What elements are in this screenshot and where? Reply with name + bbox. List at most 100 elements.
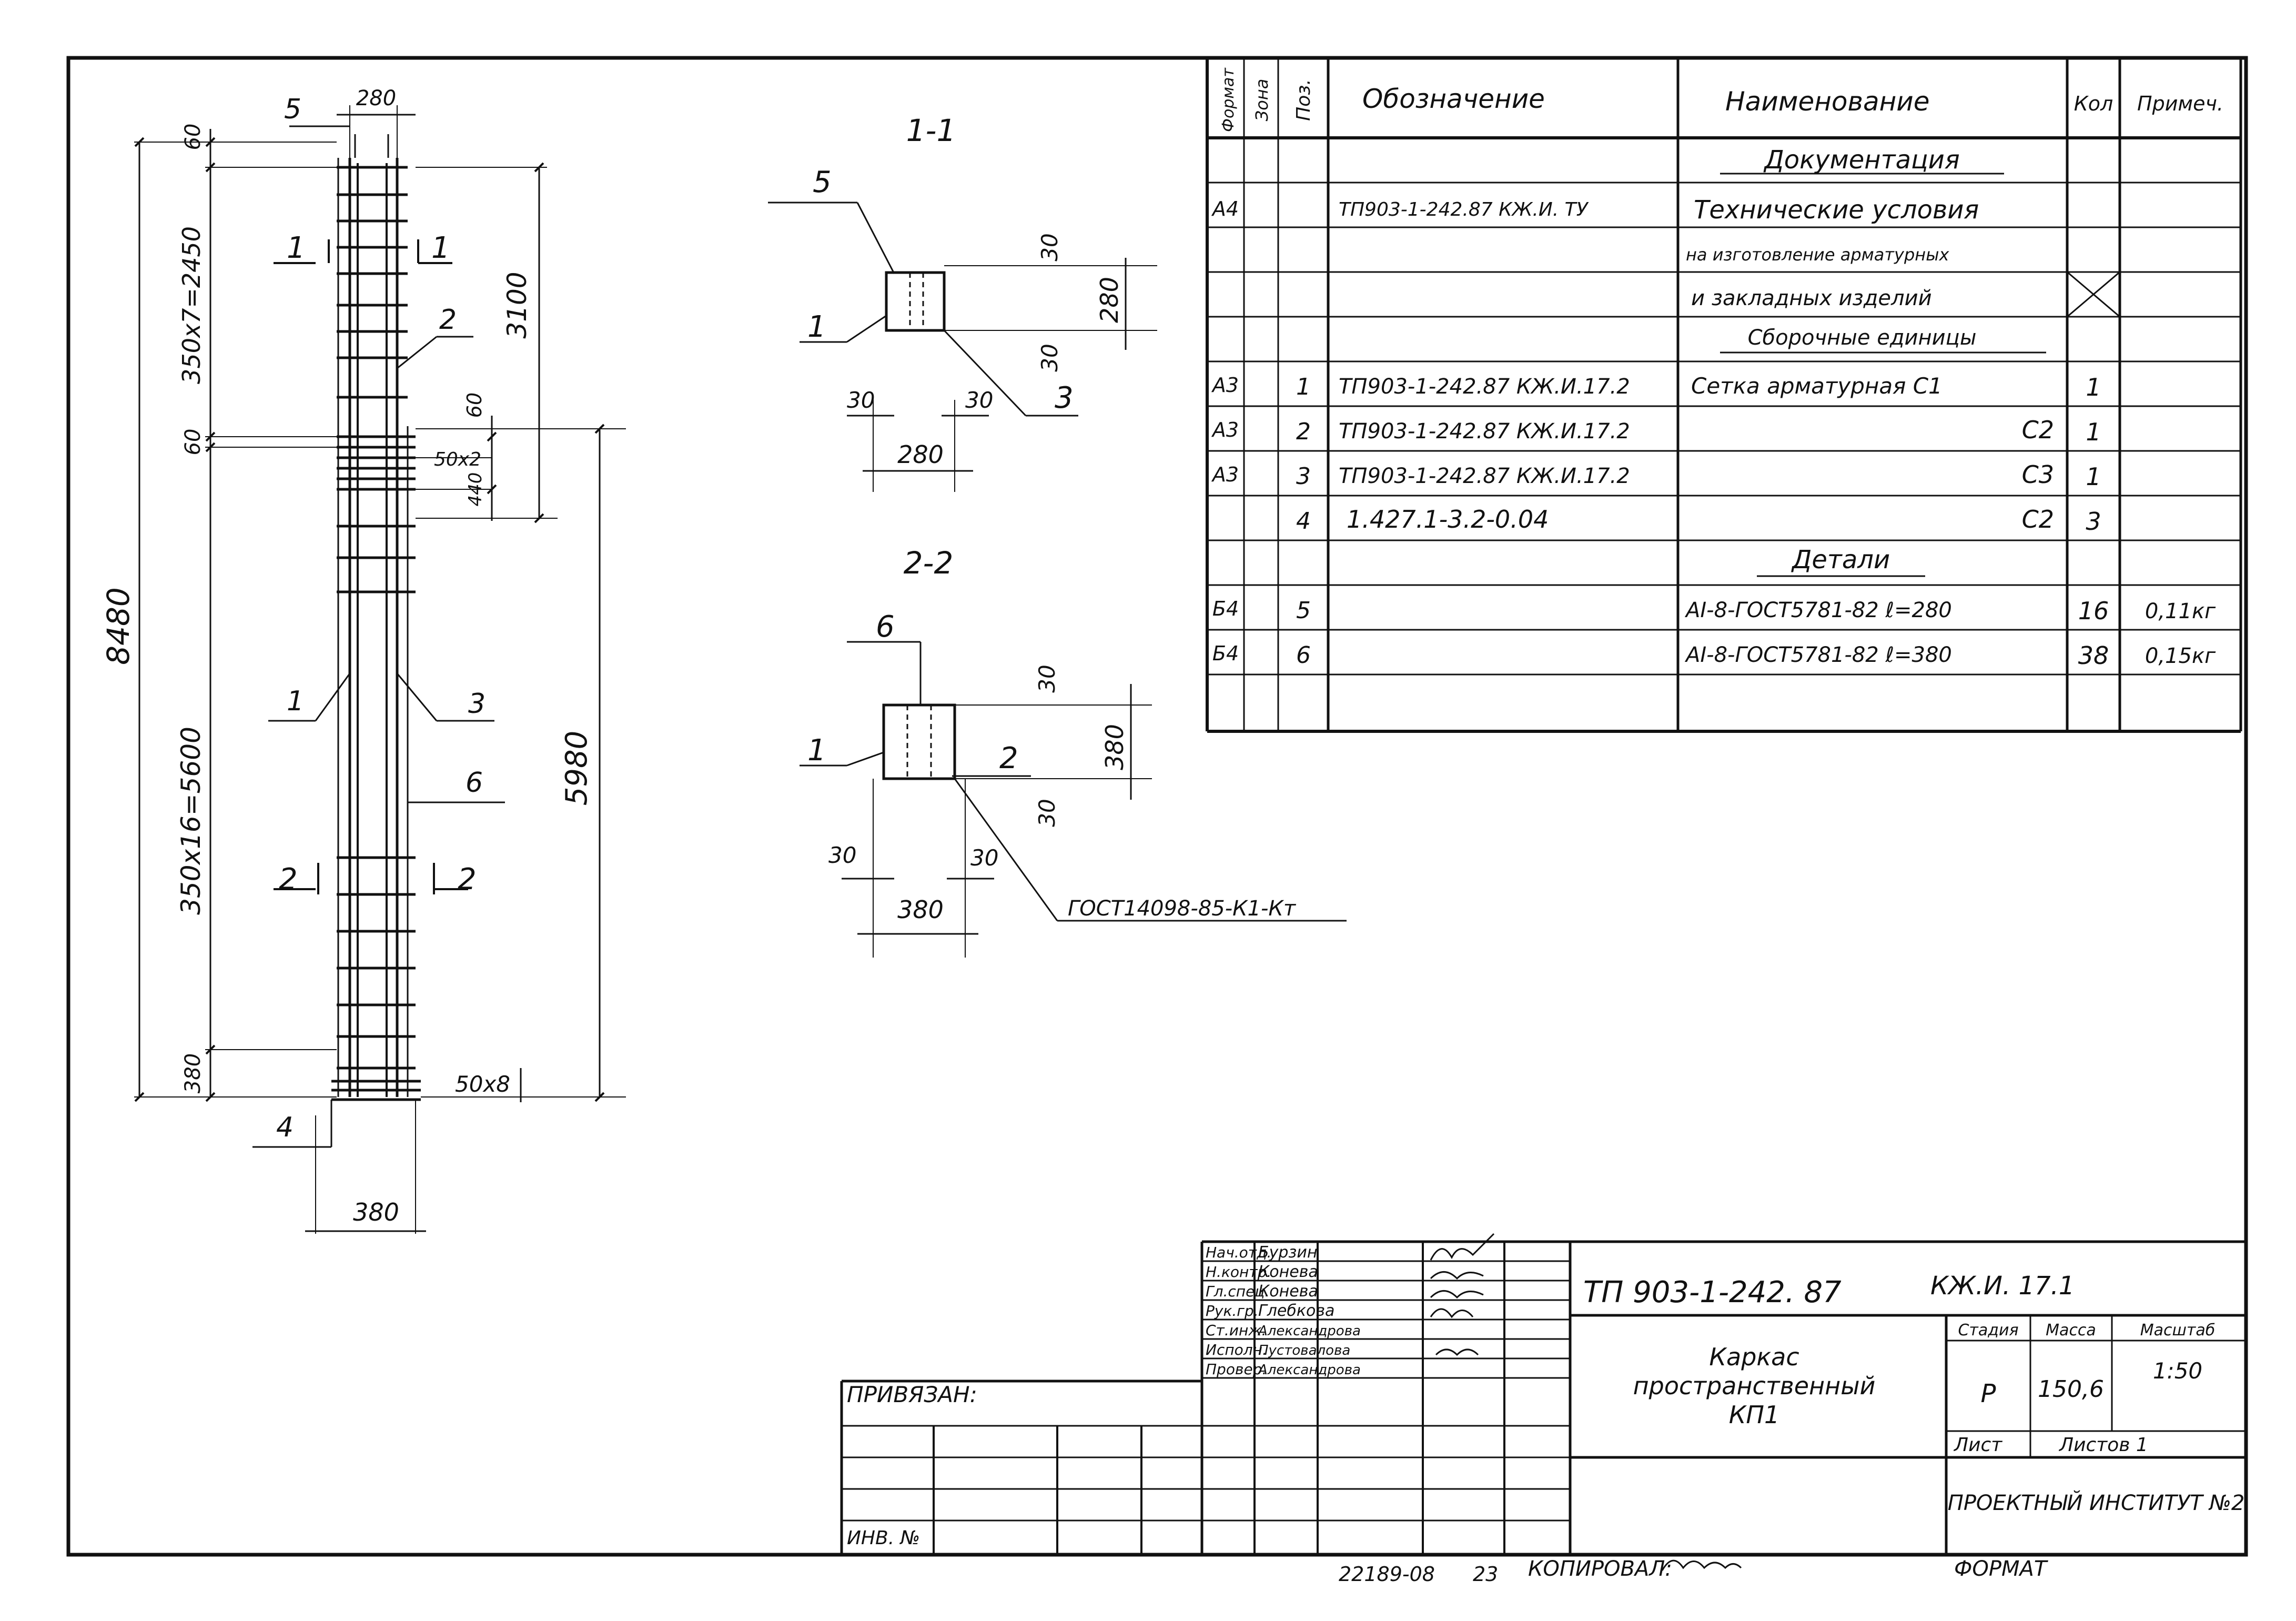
- spec-row-name: С2: [2022, 416, 2054, 444]
- dim-5980: 5980: [560, 731, 594, 806]
- spec-row-code: ТП903-1-242.87 КЖ.И. ТУ: [1339, 199, 1589, 220]
- spec-row-fmt: А3: [1211, 418, 1239, 441]
- drawing-title-line-2: пространственный: [1633, 1372, 1876, 1400]
- signature-name: Конева: [1258, 1263, 1318, 1281]
- footer-number: 22189-08: [1339, 1563, 1435, 1586]
- signature-scribble: [1430, 1233, 1495, 1261]
- s2-label-2: 2: [999, 741, 1018, 776]
- pos-label-4: 4: [276, 1112, 294, 1143]
- s1-dim-30-d: 30: [965, 387, 993, 413]
- dim-50x8: 50x8: [455, 1071, 510, 1097]
- sheet-frame: [66, 56, 2248, 1557]
- privyazan-label: ПРИВЯЗАН:: [847, 1382, 977, 1407]
- signature-role: Нач.отд.: [1206, 1244, 1271, 1261]
- signature-name: Пустовалова: [1258, 1343, 1350, 1358]
- scale-label: Масштаб: [2140, 1321, 2216, 1340]
- dim-440: 440: [465, 472, 486, 507]
- spec-row-name: С3: [2022, 460, 2054, 489]
- top-280-dim: 280: [356, 86, 396, 110]
- spec-row-qty: 3: [2086, 507, 2101, 536]
- spec-row-pos: 4: [1296, 508, 1311, 535]
- spec-section-details: Детали: [1791, 545, 1890, 575]
- spec-row-pos: 6: [1296, 642, 1311, 669]
- col-format-header: Формат: [1219, 67, 1238, 132]
- spec-row-name: Сетка арматурная С1: [1691, 373, 1943, 399]
- signature-list: Нач.отд. Бурзин Н.контр. Конева Гл.спец.…: [1206, 1233, 1495, 1378]
- pos-label-6: 6: [466, 767, 483, 799]
- spec-row-fmt: А3: [1211, 374, 1239, 397]
- spec-row-pos: 2: [1296, 418, 1311, 445]
- spec-row-name: и закладных изделий: [1691, 286, 1932, 310]
- spec-row-fmt: Б4: [1212, 642, 1239, 665]
- col-code-header: Обозначение: [1362, 84, 1545, 114]
- spec-row-code: 1.427.1-3.2-0.04: [1347, 505, 1549, 533]
- col-name-header: Наименование: [1725, 86, 1930, 117]
- spec-row-name: АI-8-ГОСТ5781-82 ℓ=280: [1684, 598, 1952, 622]
- signature-scribble: [1430, 1308, 1474, 1318]
- col-zone-header: Зона: [1252, 79, 1272, 122]
- spec-row-name: АI-8-ГОСТ5781-82 ℓ=380: [1684, 643, 1952, 667]
- section-2-2: [800, 641, 1347, 958]
- section-1-1: [768, 202, 1157, 492]
- cut-1-left: 1: [287, 231, 306, 265]
- signature-role: Исполн.: [1206, 1341, 1267, 1358]
- pos-label-2: 2: [439, 304, 457, 336]
- s2-label-1: 1: [807, 733, 826, 768]
- s2-label-6: 6: [876, 610, 895, 644]
- section-1-1-title: 1-1: [906, 113, 956, 148]
- signature-role: Гл.спец.: [1206, 1283, 1269, 1300]
- spec-section-documentation: Документация: [1763, 145, 1960, 175]
- s2-dim-30-c: 30: [828, 842, 856, 868]
- doc-suffix: КЖ.И. 17.1: [1930, 1271, 2075, 1301]
- top-offset-dim: 60: [181, 124, 205, 150]
- organization: ПРОЕКТНЫЙ ИНСТИТУТ №2: [1948, 1490, 2245, 1515]
- spec-row-qty: 1: [2086, 373, 2101, 401]
- s2-dim-380-bottom: 380: [897, 895, 944, 924]
- spec-row-note: 0,15кг: [2145, 644, 2216, 668]
- total-height-dim: 8480: [100, 587, 136, 665]
- signature-scribble: [1435, 1348, 1479, 1356]
- stage-label: Стадия: [1958, 1321, 2018, 1340]
- s1-dim-280-bottom: 280: [897, 440, 944, 469]
- signature-name: Глебкова: [1258, 1302, 1334, 1320]
- spec-row-code: ТП903-1-242.87 КЖ.И.17.2: [1339, 375, 1630, 399]
- mass-value: 150,6: [2038, 1376, 2104, 1403]
- pos-label-5: 5: [284, 94, 301, 125]
- spec-row-qty: 38: [2078, 641, 2109, 670]
- spec-table-grid: [1206, 58, 2242, 733]
- s1-dim-30-b: 30: [1037, 344, 1063, 371]
- signature-role: Провер.: [1206, 1361, 1267, 1378]
- spec-row-qty: 1: [2086, 462, 2101, 491]
- cut-1-right: 1: [431, 231, 450, 265]
- s2-dim-380-right: 380: [1100, 724, 1129, 770]
- copier-signature: [1661, 1559, 1742, 1571]
- scale-value: 1:50: [2153, 1358, 2202, 1384]
- col-pos-header: Поз.: [1293, 79, 1314, 121]
- col-qty-header: Кол: [2074, 92, 2113, 115]
- weld-note: ГОСТ14098-85-К1-Кт: [1068, 897, 1297, 921]
- signature-scribble: [1430, 1271, 1484, 1280]
- s2-dim-30-d: 30: [970, 845, 998, 871]
- stage-value: Р: [1981, 1379, 1996, 1408]
- pos-label-1: 1: [287, 686, 304, 717]
- spec-row-name: Технические условия: [1694, 195, 1979, 225]
- s1-dim-30-c: 30: [847, 387, 875, 413]
- spec-row-fmt: А4: [1211, 197, 1239, 220]
- s1-label-1: 1: [807, 310, 826, 344]
- spec-row-name: С2: [2022, 505, 2054, 533]
- doc-code: ТП 903-1-242. 87: [1583, 1275, 1842, 1310]
- drawing-title-line-1: Каркас: [1709, 1343, 1799, 1371]
- signature-scribble: [1430, 1290, 1484, 1299]
- inv-no-label: ИНВ. №: [847, 1527, 920, 1549]
- s1-dim-280-right: 280: [1095, 277, 1124, 323]
- spec-row-code: ТП903-1-242.87 КЖ.И.17.2: [1339, 464, 1630, 488]
- spec-row-qty: 1: [2086, 418, 2101, 446]
- spec-row-pos: 3: [1296, 463, 1311, 490]
- s2-dim-30-a: 30: [1034, 664, 1060, 692]
- spec-row-pos: 5: [1296, 597, 1311, 624]
- dim-380-bottom: 380: [353, 1198, 399, 1226]
- col-note-header: Примеч.: [2137, 92, 2223, 115]
- lower-spacing-dim: 350x16=5600: [176, 727, 206, 915]
- mid-right-60-dim: 60: [463, 392, 486, 418]
